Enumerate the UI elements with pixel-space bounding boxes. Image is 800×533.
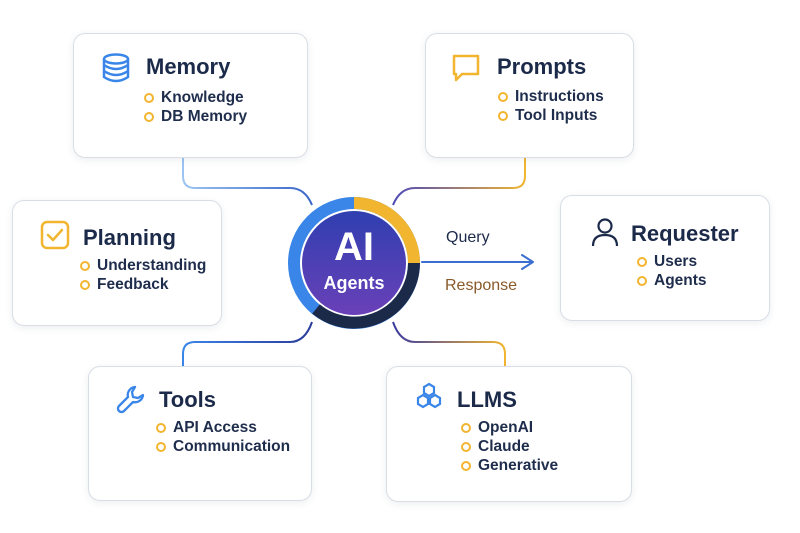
tools-list: API Access Communication (156, 418, 290, 456)
list-item: Understanding (80, 256, 206, 275)
llms-card: LLMS OpenAI Claude Generative (386, 366, 632, 502)
response-label: Response (445, 277, 518, 294)
memory-card: Memory Knowledge DB Memory (73, 33, 308, 158)
query-arrow (421, 254, 534, 270)
memory-title: Memory (146, 54, 231, 79)
requester-card: Requester Users Agents (560, 195, 770, 321)
memory-list: Knowledge DB Memory (144, 88, 247, 126)
connector-prompts (392, 158, 526, 206)
ai-agents-hub (288, 197, 420, 329)
llms-title: LLMS (457, 387, 517, 412)
wrench-icon (116, 385, 145, 414)
list-item: Generative (461, 456, 558, 475)
database-icon (102, 53, 130, 83)
list-item: Users (637, 252, 707, 271)
list-item: Feedback (80, 275, 206, 294)
list-item: API Access (156, 418, 290, 437)
tools-card: Tools API Access Communication (88, 366, 312, 501)
hub-title: AI (334, 225, 374, 269)
connector-llms (392, 321, 506, 366)
query-label: Query (446, 229, 490, 246)
requester-list: Users Agents (637, 252, 707, 290)
list-item: Tool Inputs (498, 106, 604, 125)
llms-list: OpenAI Claude Generative (461, 418, 558, 475)
connector-memory (182, 158, 313, 206)
hexagon-cluster-icon (416, 382, 442, 409)
planning-title: Planning (83, 225, 176, 250)
tools-title: Tools (159, 387, 217, 412)
checkbox-icon (40, 220, 70, 250)
requester-title: Requester (631, 221, 739, 246)
planning-card: Planning Understanding Feedback (12, 200, 222, 326)
list-item: Instructions (498, 87, 604, 106)
hub-label: AI Agents (286, 195, 422, 331)
list-item: Agents (637, 271, 707, 290)
planning-list: Understanding Feedback (80, 256, 206, 294)
list-item: OpenAI (461, 418, 558, 437)
prompts-list: Instructions Tool Inputs (498, 87, 604, 125)
hub-subtitle: Agents (323, 273, 385, 293)
list-item: Communication (156, 437, 290, 456)
prompts-title: Prompts (497, 54, 587, 79)
list-item: Claude (461, 437, 558, 456)
list-item: Knowledge (144, 88, 247, 107)
list-item: DB Memory (144, 107, 247, 126)
prompts-card: Prompts Instructions Tool Inputs (425, 33, 634, 158)
user-icon (591, 218, 619, 247)
connector-tools (182, 321, 313, 366)
chat-bubble-icon (452, 54, 480, 82)
